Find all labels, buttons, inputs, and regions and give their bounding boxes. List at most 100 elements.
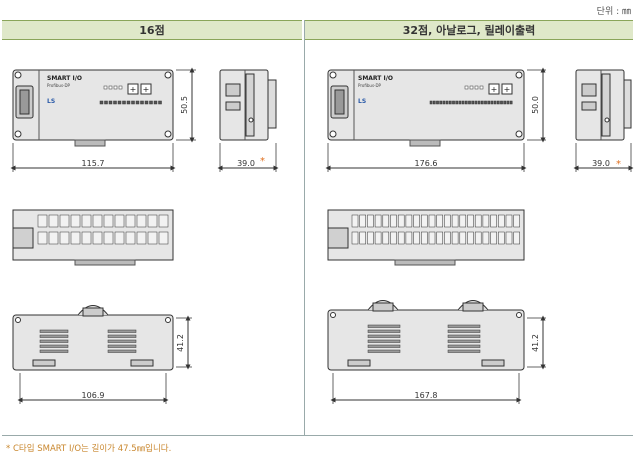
terminal-screw	[444, 214, 451, 228]
vent-slot	[447, 339, 481, 343]
terminal-screw	[428, 214, 436, 228]
vent-slot	[447, 344, 481, 348]
terminal-screw	[474, 231, 482, 245]
terminal-screw	[451, 214, 459, 228]
led	[144, 100, 149, 105]
dim-bottom-width-32: 167.8	[415, 391, 438, 400]
led	[448, 100, 452, 105]
terminal-screw	[59, 214, 70, 228]
svg-text:+: +	[491, 85, 498, 94]
terminal-screw	[37, 231, 48, 245]
led	[153, 100, 158, 105]
vent-slot	[367, 349, 401, 353]
vent-slot	[447, 349, 481, 353]
module-sub-32: Profibus-DP	[358, 83, 382, 88]
depth-asterisk-32: *	[616, 159, 621, 170]
vent-slot	[39, 339, 69, 343]
dim-bottom-height-32: 41.2	[531, 334, 540, 352]
header-16-points: 16점	[2, 20, 302, 40]
led	[122, 100, 126, 105]
led	[469, 85, 474, 90]
vent-slot	[39, 334, 69, 338]
terminal-screw	[59, 231, 70, 245]
led	[484, 100, 487, 105]
terminal-screw	[436, 231, 443, 245]
terminal-screw	[436, 214, 443, 228]
led	[509, 100, 513, 105]
dim-depth-32: 39.0	[592, 159, 610, 168]
terminal-screw	[413, 231, 420, 245]
terminal-screw	[382, 231, 390, 245]
terminal-screw	[359, 214, 366, 228]
led	[452, 100, 455, 105]
side-view-16	[219, 69, 277, 141]
vent-slot	[39, 329, 69, 333]
terminal-view-32	[327, 209, 525, 266]
terminal-screw	[351, 231, 359, 245]
terminal-screw	[498, 231, 505, 245]
svg-text:+: +	[504, 85, 511, 94]
terminal-screw	[136, 214, 147, 228]
terminal-screw	[374, 231, 382, 245]
ls-logo-32: LS	[358, 98, 366, 105]
terminal-screw	[428, 231, 436, 245]
vent-slot	[367, 344, 401, 348]
terminal-screw	[114, 231, 125, 245]
led	[464, 100, 468, 105]
vent-slot	[367, 334, 401, 338]
side-view-32	[575, 69, 632, 141]
dim-bottom-height-16: 41.2	[176, 334, 185, 352]
terminal-screw	[451, 231, 459, 245]
led	[500, 100, 503, 105]
vent-slot	[367, 324, 401, 328]
terminal-screw	[81, 214, 92, 228]
vent-slot	[367, 339, 401, 343]
terminal-screw	[490, 231, 497, 245]
terminal-screw	[81, 231, 92, 245]
led	[108, 85, 113, 90]
terminal-screw	[513, 214, 520, 228]
terminal-screw	[490, 214, 497, 228]
terminal-screw	[158, 231, 169, 245]
led	[471, 100, 475, 105]
dim-width-32: 176.6	[415, 159, 438, 168]
terminal-screw	[467, 214, 474, 228]
dim-height-16: 50.5	[180, 96, 189, 114]
terminal-screw	[498, 214, 505, 228]
dim-width-16: 115.7	[82, 159, 105, 168]
terminal-screw	[513, 231, 520, 245]
terminal-screw	[467, 231, 474, 245]
led	[461, 100, 465, 105]
led	[480, 100, 484, 105]
module-sub: Profibus-DP	[47, 83, 71, 88]
led	[474, 85, 479, 90]
led	[140, 100, 144, 105]
terminal-screw	[367, 231, 374, 245]
led	[458, 100, 462, 105]
led	[479, 85, 484, 90]
terminal-screw	[48, 231, 59, 245]
led	[436, 100, 439, 105]
led	[474, 100, 478, 105]
terminal-screw	[482, 231, 490, 245]
terminal-screw	[92, 214, 103, 228]
vent-slot	[107, 344, 137, 348]
led	[113, 100, 117, 105]
column-divider	[304, 20, 305, 435]
vent-slot	[107, 334, 137, 338]
terminal-screw	[92, 231, 103, 245]
terminal-screw	[474, 214, 482, 228]
terminal-screw	[70, 214, 81, 228]
terminal-screw	[405, 214, 413, 228]
terminal-screw	[459, 214, 467, 228]
terminal-screw	[125, 231, 136, 245]
led	[487, 100, 491, 105]
terminal-screw	[70, 231, 81, 245]
front-view-16: SMART I/O Profibus-DP LS + +	[12, 69, 174, 147]
led	[442, 100, 446, 105]
led	[118, 85, 123, 90]
terminal-screw	[103, 231, 114, 245]
led	[503, 100, 507, 105]
vent-slot	[39, 344, 69, 348]
footer-divider	[2, 435, 633, 436]
